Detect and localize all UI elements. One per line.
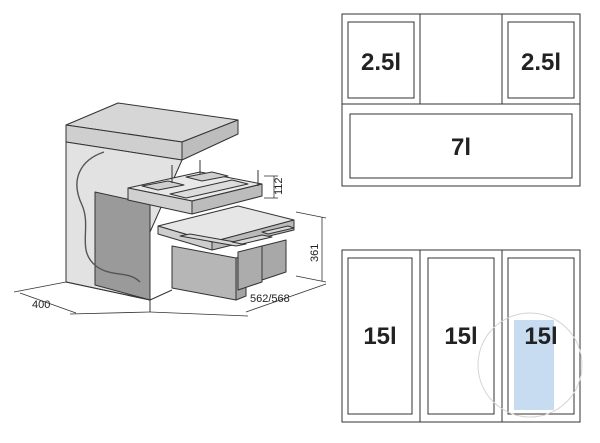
large-bin-back [261, 239, 287, 281]
cabinet-illustration [65, 102, 295, 312]
top-bottom-bin [349, 113, 573, 179]
accent-bar [514, 320, 554, 410]
large-bin-front [171, 245, 237, 301]
bottom-left-bin [347, 257, 413, 415]
upper-small-bin-left [141, 180, 185, 191]
watermark-circle [477, 312, 583, 418]
label-bottom-middle: 15l [444, 323, 477, 350]
drain-hose [76, 151, 141, 283]
top-left-bin [347, 21, 415, 99]
cabinet-side [181, 119, 239, 161]
large-bin-middle [237, 245, 263, 291]
label-bottom-right: 15l [524, 323, 557, 350]
label-top-left: 2.5l [361, 49, 401, 76]
label-top-right: 2.5l [521, 49, 561, 76]
top-right-bin [507, 21, 575, 99]
label-bottom-left: 15l [363, 323, 396, 350]
upper-small-bin-right [185, 171, 229, 182]
label-top-bottom: 7l [451, 134, 471, 161]
upper-drawer-side [191, 183, 263, 215]
dim-cabinet-depth: 562/568 [250, 293, 290, 305]
dim-cabinet-height: 361 [309, 244, 321, 262]
dim-cabinet-width: 400 [32, 299, 50, 311]
dim-drawer-height: 112 [273, 177, 285, 195]
dimension-lines [13, 175, 327, 317]
cabinet-door [94, 191, 151, 301]
upper-long-bin [169, 179, 249, 199]
top-plan [341, 13, 581, 187]
